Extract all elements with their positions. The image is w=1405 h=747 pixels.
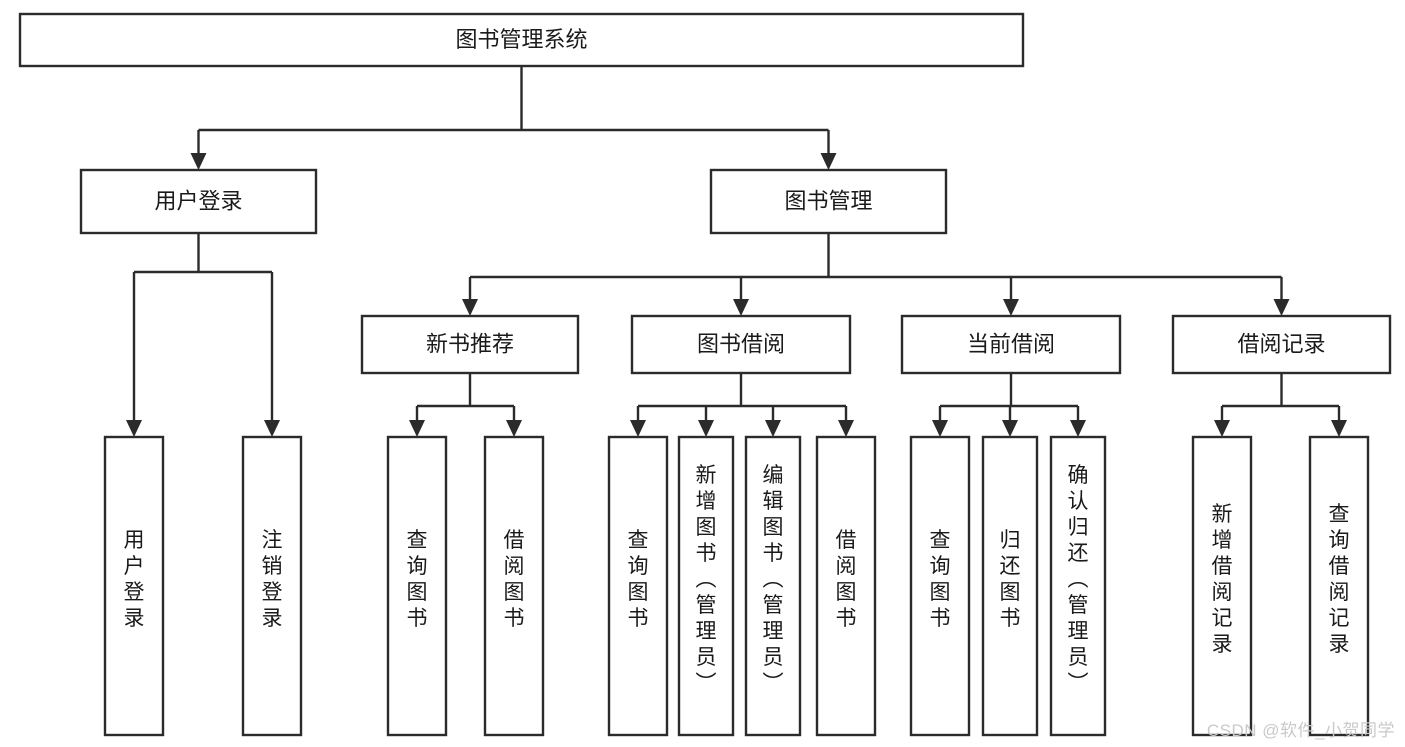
node-label: 图书借阅	[697, 331, 785, 356]
arrow-head-icon-leaf-borrow-book	[838, 420, 854, 437]
arrow-head-icon-user-login	[190, 153, 207, 170]
arrow-head-icon-leaf-query-book-borrow	[630, 420, 646, 437]
node-box[interactable]	[79, 168, 318, 235]
node-box[interactable]	[607, 435, 669, 737]
node-level2-current-borrow[interactable]: 当前借阅	[900, 314, 1122, 375]
node-box[interactable]	[709, 168, 948, 235]
node-box[interactable]	[1171, 314, 1392, 375]
node-leaf-leaf-query-book-current[interactable]: 查询图书	[909, 435, 971, 737]
node-box[interactable]	[103, 435, 165, 737]
node-box[interactable]	[815, 435, 877, 737]
node-leaf-leaf-borrow-book-recommend[interactable]: 借阅图书	[483, 435, 545, 737]
node-label: 图书管理系统	[455, 27, 587, 52]
node-level1-book-management[interactable]: 图书管理	[709, 168, 948, 235]
node-leaf-leaf-query-book-borrow[interactable]: 查询图书	[607, 435, 669, 737]
arrow-head-icon-leaf-user-login	[126, 420, 142, 437]
node-layer: 图书管理系统用户登录图书管理新书推荐图书借阅当前借阅借阅记录用户登录注销登录查询…	[18, 12, 1392, 737]
node-label: 用户登录	[124, 529, 145, 630]
node-leaf-leaf-user-login[interactable]: 用户登录	[103, 435, 165, 737]
node-box[interactable]	[1191, 435, 1253, 737]
node-level1-user-login[interactable]: 用户登录	[79, 168, 318, 235]
node-box[interactable]	[744, 435, 802, 737]
arrow-head-icon-leaf-query-borrow-record	[1331, 420, 1347, 437]
arrow-head-icon-borrow-record	[1273, 299, 1290, 316]
node-leaf-leaf-add-book-admin[interactable]: 新增图书︵管理员︶	[677, 435, 735, 737]
node-box[interactable]	[386, 435, 448, 737]
arrow-head-icon-leaf-borrow-book-recommend	[506, 420, 522, 437]
arrow-head-icon-leaf-confirm-return-admin	[1070, 420, 1086, 437]
node-box[interactable]	[483, 435, 545, 737]
node-label: 用户登录	[154, 188, 242, 213]
node-label: 确认归还︵管理员︶	[1068, 464, 1089, 695]
node-label: 新书推荐	[426, 331, 514, 356]
node-level2-new-book-recommend[interactable]: 新书推荐	[360, 314, 580, 375]
arrow-head-icon-leaf-edit-book-admin	[765, 420, 781, 437]
arrow-head-icon-current-borrow	[1003, 299, 1019, 316]
node-leaf-leaf-query-borrow-record[interactable]: 查询借阅记录	[1308, 435, 1370, 737]
node-box[interactable]	[900, 314, 1122, 375]
node-label: 查询借阅记录	[1329, 503, 1350, 656]
node-leaf-leaf-borrow-book[interactable]: 借阅图书	[815, 435, 877, 737]
arrow-head-icon-leaf-return-book	[1002, 420, 1018, 437]
node-label: 查询图书	[407, 529, 428, 630]
node-label: 新增图书︵管理员︶	[696, 464, 717, 695]
node-label: 新增借阅记录	[1212, 503, 1233, 656]
node-label: 借阅图书	[836, 529, 857, 630]
node-label: 借阅记录	[1237, 331, 1325, 356]
arrow-head-icon-new-book-recommend	[462, 299, 478, 316]
node-level2-borrow-record[interactable]: 借阅记录	[1171, 314, 1392, 375]
node-label: 图书管理	[784, 188, 872, 213]
node-box[interactable]	[677, 435, 735, 737]
node-box[interactable]	[241, 435, 303, 737]
node-level2-book-borrow[interactable]: 图书借阅	[630, 314, 852, 375]
node-root-root[interactable]: 图书管理系统	[18, 12, 1025, 68]
arrow-head-icon-leaf-query-book-current	[932, 420, 948, 437]
node-leaf-leaf-confirm-return-admin[interactable]: 确认归还︵管理员︶	[1049, 435, 1107, 737]
node-label: 查询图书	[930, 529, 951, 630]
arrow-head-icon-book-management	[820, 153, 837, 170]
node-label: 归还图书	[1000, 529, 1021, 630]
node-box[interactable]	[18, 12, 1025, 68]
node-box[interactable]	[360, 314, 580, 375]
node-label: 注销登录	[262, 529, 283, 630]
node-leaf-leaf-edit-book-admin[interactable]: 编辑图书︵管理员︶	[744, 435, 802, 737]
arrow-head-icon-book-borrow	[733, 299, 749, 316]
watermark-label: CSDN @软件_小贺同学	[1206, 721, 1395, 740]
node-box[interactable]	[630, 314, 852, 375]
node-label: 借阅图书	[504, 529, 525, 630]
node-box[interactable]	[1308, 435, 1370, 737]
node-label: 当前借阅	[967, 331, 1055, 356]
node-label: 编辑图书︵管理员︶	[763, 464, 784, 695]
arrow-head-icon-leaf-query-book-recommend	[409, 420, 425, 437]
arrow-head-icon-leaf-add-borrow-record	[1214, 420, 1230, 437]
connector-layer	[126, 66, 1347, 437]
node-box[interactable]	[909, 435, 971, 737]
node-leaf-leaf-add-borrow-record[interactable]: 新增借阅记录	[1191, 435, 1253, 737]
node-leaf-leaf-return-book[interactable]: 归还图书	[981, 435, 1039, 737]
arrow-head-icon-leaf-logout-login	[264, 420, 280, 437]
node-leaf-leaf-query-book-recommend[interactable]: 查询图书	[386, 435, 448, 737]
node-box[interactable]	[981, 435, 1039, 737]
arrow-head-icon-leaf-add-book-admin	[698, 420, 714, 437]
node-leaf-leaf-logout-login[interactable]: 注销登录	[241, 435, 303, 737]
node-box[interactable]	[1049, 435, 1107, 737]
node-label: 查询图书	[628, 529, 649, 630]
